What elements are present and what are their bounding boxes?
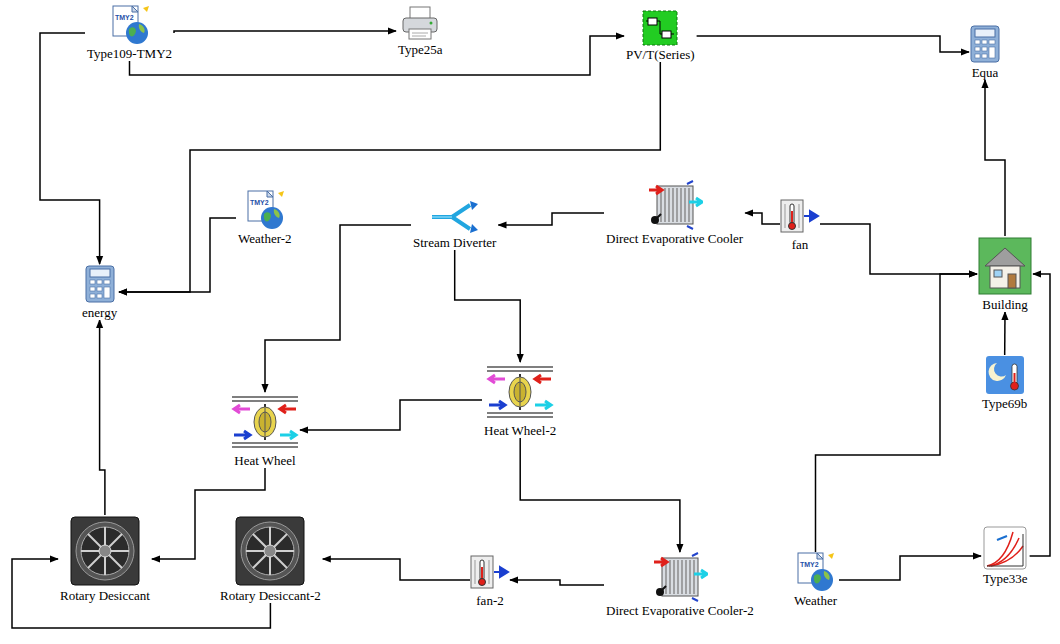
component-label: Stream Diverter [411, 234, 498, 250]
component-label: Weather-2 [236, 230, 294, 246]
component-label: fan [790, 236, 811, 252]
component-label: Type109-TMY2 [85, 45, 174, 61]
weather-icon [795, 552, 835, 592]
component-block: Building [977, 236, 1033, 312]
sky-temperature-icon [985, 355, 1025, 395]
pvt-icon [642, 10, 678, 46]
evaporative-cooler-icon [647, 180, 703, 230]
component-label: fan-2 [474, 592, 505, 608]
flow-connector [40, 33, 100, 264]
component-block: Type25a [396, 5, 445, 57]
calculator-icon [84, 264, 116, 304]
component-block: Direct Evaporative Cooler-2 [604, 552, 756, 618]
component-label: Weather [792, 592, 839, 608]
heat-wheel-icon [485, 362, 555, 422]
component-block: Heat Wheel [230, 392, 300, 468]
fan-icon [470, 552, 510, 592]
flow-connector [816, 274, 978, 552]
component-label: Building [980, 296, 1030, 312]
diverter-icon [430, 200, 480, 234]
weather-icon [245, 190, 285, 230]
desiccant-wheel-icon [69, 515, 141, 587]
flow-connector [174, 31, 396, 33]
flow-connector [510, 580, 604, 585]
component-block: Rotary Desiccant-2 [218, 515, 323, 603]
component-label: Type33e [981, 570, 1030, 586]
component-block: fan [780, 196, 820, 252]
component-label: Direct Evaporative Cooler-2 [604, 602, 756, 618]
component-label: PV/T(Series) [624, 46, 697, 62]
component-block: PV/T(Series) [624, 10, 697, 62]
component-block: Weather [792, 552, 839, 608]
component-label: Rotary Desiccant-2 [218, 587, 323, 603]
flow-connector [985, 80, 1005, 236]
flow-connector [697, 36, 969, 52]
component-label: Heat Wheel-2 [482, 422, 558, 438]
flow-connector [520, 438, 680, 552]
component-block: Equa [969, 24, 1001, 80]
flow-connector [1004, 312, 1006, 355]
flow-connector [745, 213, 780, 224]
component-label: Type69b [980, 395, 1029, 411]
evaporative-cooler-icon [652, 552, 708, 602]
component-label: Equa [970, 64, 1001, 80]
building-icon [977, 236, 1033, 296]
flow-connector [1030, 274, 1050, 556]
icon-tag: TMY2 [250, 199, 269, 207]
heat-wheel-icon [230, 392, 300, 452]
calculator-icon [969, 24, 1001, 64]
flow-connector [119, 218, 236, 292]
component-block: Heat Wheel-2 [482, 362, 558, 438]
fan-icon [780, 196, 820, 236]
flow-connector [300, 400, 482, 430]
component-block: Weather-2 [236, 190, 294, 246]
component-block: fan-2 [470, 552, 510, 608]
component-block: Rotary Desiccant [58, 515, 152, 603]
component-block: Stream Diverter [411, 200, 498, 250]
flow-connector [323, 559, 470, 580]
icon-tag: TMY2 [115, 14, 134, 22]
flow-connector [119, 62, 660, 292]
component-label: energy [80, 304, 119, 320]
component-label: Heat Wheel [232, 452, 297, 468]
component-label: Rotary Desiccant [58, 587, 152, 603]
flow-connector [100, 320, 105, 515]
flow-connector [130, 36, 625, 75]
component-label: Direct Evaporative Cooler [604, 230, 745, 246]
component-block: Type69b [980, 355, 1029, 411]
component-label: Type25a [396, 41, 445, 57]
psychrometric-icon [983, 526, 1027, 570]
weather-icon [110, 5, 150, 45]
component-block: Type109-TMY2 [85, 5, 174, 61]
desiccant-wheel-icon [234, 515, 306, 587]
flow-connector [820, 224, 977, 274]
flow-connector [265, 225, 411, 392]
flow-connector [839, 556, 981, 580]
icon-tag: TMY2 [800, 561, 819, 569]
component-block: Direct Evaporative Cooler [604, 180, 745, 246]
flow-connector [455, 250, 521, 362]
flow-connector [498, 213, 604, 225]
component-block: energy [80, 264, 119, 320]
component-block: Type33e [981, 526, 1030, 586]
printer-icon [400, 5, 440, 41]
